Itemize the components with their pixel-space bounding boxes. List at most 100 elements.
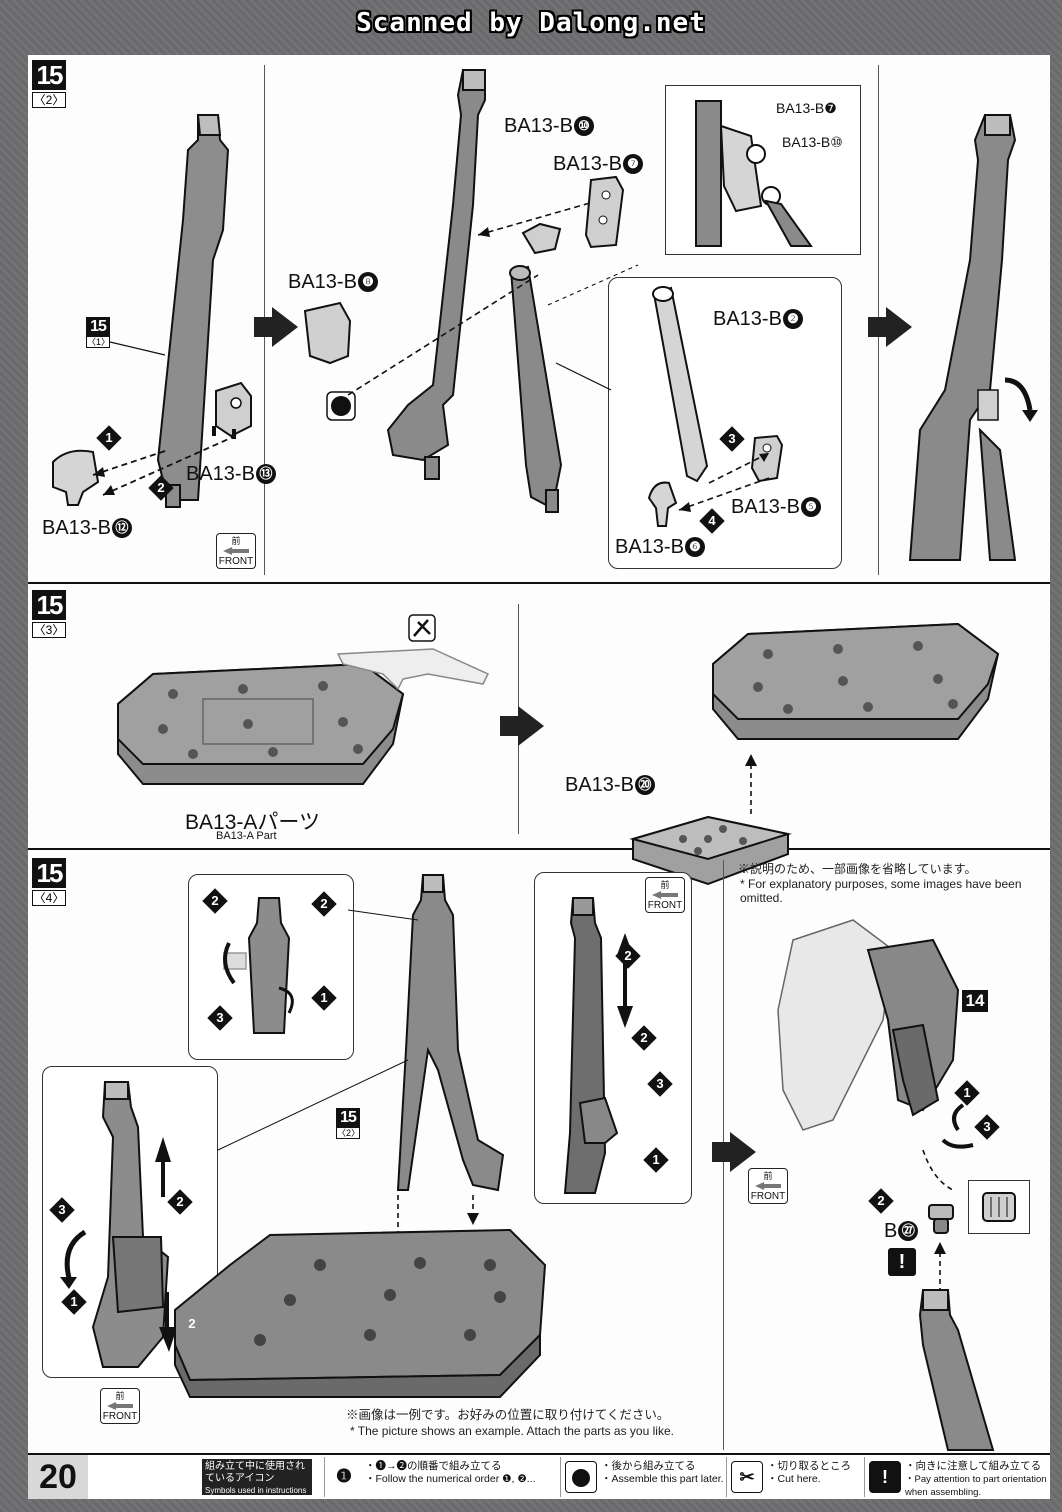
order-marker-1: 1 (98, 427, 120, 449)
legend-title: 組み立て中に使用されているアイコン Symbols used in instru… (202, 1459, 312, 1495)
legend-en: ・Follow the numerical order ❶, ❷... (365, 1473, 536, 1485)
assembled-stand-illustration (908, 114, 1038, 561)
ref-number: 15 (336, 1108, 360, 1127)
cut-here-icon (408, 614, 436, 642)
order-marker-4: 4 (701, 510, 723, 532)
step-number: 15 (32, 590, 66, 620)
part-b27-illustration (928, 1204, 954, 1234)
dashed-arrows-arm (678, 452, 770, 512)
legend-jp: ・❶→❷の順番で組み立てる (365, 1460, 502, 1472)
panel-step-15-4: 15 〈4〉 2 2 1 3 (28, 850, 1050, 1453)
part-b12-illustration (52, 449, 100, 506)
rotate-arrow (60, 1229, 87, 1289)
flow-arrow (500, 706, 544, 746)
order-marker-2: 2 (633, 1027, 655, 1049)
order-marker-2: 2 (169, 1191, 191, 1213)
step-badge: 15 〈4〉 (32, 858, 66, 906)
joint-detail-illustration (695, 100, 813, 247)
step-badge: 15 〈2〉 (32, 60, 66, 108)
legend-item-orientation: ! ・向きに注意して組み立てる・Pay attention to part or… (864, 1457, 1051, 1498)
stand-on-base-illustration (396, 874, 505, 1192)
panel-step-15-3: 15 〈3〉 BA13-Aパーツ BA13-A Part (28, 584, 1050, 886)
step-sub: 〈2〉 (32, 92, 66, 108)
ref-badge-14: 14 (962, 990, 988, 1012)
legend-jp: ・後から組み立てる (601, 1460, 696, 1472)
part-b13-illustration (212, 381, 252, 439)
scan-credit: Scanned by Dalong.net (356, 8, 706, 38)
assemble-later-marker (326, 391, 356, 421)
stand-pole-illustration (156, 114, 230, 508)
stand-tip-illustration (918, 1289, 995, 1451)
order-marker-2: 2 (870, 1190, 892, 1212)
ref-badge: 15 〈2〉 (336, 1108, 360, 1139)
footer-symbol-legend: 20 組み立て中に使用されているアイコン Symbols used in ins… (28, 1453, 1050, 1499)
height-adjust-illustration (563, 897, 633, 1194)
part-b8-illustration (303, 301, 352, 365)
flow-arrow (712, 1132, 756, 1172)
detail-inset-hinge: 3 2 1 2 (42, 1066, 218, 1378)
order-marker-3: 3 (649, 1073, 671, 1095)
order-marker-2: 2 (204, 890, 226, 912)
flow-arrow (254, 307, 298, 347)
ref-badge: 15 〈1〉 (86, 317, 110, 348)
mobile-suit-lower-illustration (777, 919, 960, 1131)
leader-line (109, 341, 166, 356)
dashed-up-arrow (745, 754, 757, 814)
inset-leaders (217, 909, 419, 1151)
page-number: 20 (28, 1455, 88, 1499)
part-b20-illustration (629, 815, 792, 886)
order-marker-2: 2 (181, 1313, 203, 1335)
step-number: 15 (32, 60, 66, 90)
order-marker-2: 2 (150, 477, 172, 499)
dashed-arrows (92, 436, 234, 496)
rotate-arrows-right (922, 1103, 974, 1191)
order-marker-2: 2 (617, 945, 639, 967)
legend-en: ・Pay attention to part orientation when … (905, 1474, 1047, 1498)
cut-here-icon: ✂ (731, 1461, 763, 1493)
inset-leader (555, 362, 612, 391)
flow-arrow (868, 307, 912, 347)
instruction-sheet: 15 〈2〉 15 〈1〉 (28, 55, 1050, 1497)
order-marker-3: 3 (209, 1007, 231, 1029)
step-badge: 15 〈3〉 (32, 590, 66, 638)
note-omitted-en: * For explanatory purposes, some images … (740, 877, 1022, 905)
step-sub: 〈4〉 (32, 890, 66, 906)
orientation-warning-icon: ! (888, 1248, 916, 1276)
ref-number: 15 (86, 317, 110, 336)
order-marker-2: 2 (313, 893, 335, 915)
order-marker-3: 3 (976, 1116, 998, 1138)
order-marker-1: 1 (645, 1149, 667, 1171)
orientation-warning-icon: ! (869, 1461, 901, 1493)
support-arm-illustration (509, 265, 563, 513)
detail-inset-clamp: 2 2 1 3 (188, 874, 354, 1060)
step-sub: 〈3〉 (32, 622, 66, 638)
legend-jp: ・向きに注意して組み立てる (905, 1460, 1042, 1472)
order-marker-1: 1 (956, 1082, 978, 1104)
note-example-jp: ※画像は一例です。お好みの位置に取り付けてください。 (346, 1408, 670, 1422)
order-marker-1: 1 (63, 1291, 85, 1313)
legend-title-en: Symbols used in instructions (205, 1486, 307, 1495)
ref-sub: 〈2〉 (336, 1127, 361, 1139)
ref-sub: 〈1〉 (86, 336, 111, 348)
base-assembled-illustration (712, 622, 1000, 740)
detail-inset-joint: BA13-B❼ BA13-B⑩ (665, 85, 861, 255)
note-example-en: * The picture shows an example. Attach t… (350, 1424, 674, 1438)
legend-title-jp: 組み立て中に使用されているアイコン (205, 1461, 305, 1484)
part-label-a-en: BA13-A Part (216, 830, 277, 842)
order-marker-3: 3 (721, 428, 743, 450)
legend-en: ・Cut here. (767, 1473, 821, 1485)
display-base-illustration (174, 1228, 547, 1398)
stand-pole-mid-illustration (386, 69, 486, 480)
